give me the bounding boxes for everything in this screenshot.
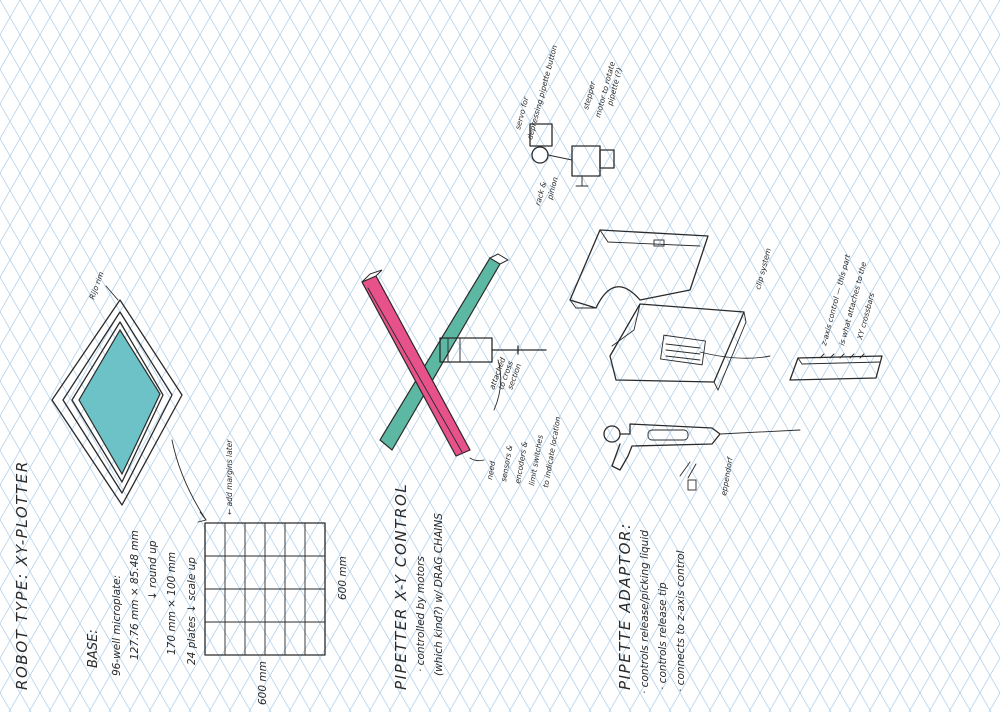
base-line-5: 24 plates ↓ scale up	[186, 557, 198, 665]
base-line-2: 127.76 mm × 85.48 mm	[129, 530, 141, 660]
xy-control-line-1: · controlled by motors	[415, 556, 427, 672]
xy-control-line-2: (which kind?) w/ DRAG CHAINS	[433, 513, 445, 676]
adaptor-heading: PIPETTE ADAPTOR:	[616, 522, 634, 690]
base-line-4: 170 mm × 100 mm	[166, 552, 178, 655]
base-heading: BASE:	[86, 629, 101, 668]
adaptor-line-3: · connects to z-axis control	[675, 550, 687, 692]
base-line-1: 96-well microplate:	[111, 575, 123, 676]
adaptor-line-2: · controls release tip	[657, 582, 669, 690]
adaptor-line-1: · controls release/picking liquid	[639, 530, 651, 694]
grid-width-label: 600 mm	[257, 661, 269, 705]
xy-control-heading: PIPETTER X-Y CONTROL	[392, 483, 410, 690]
grid-height-label: 600 mm	[337, 556, 349, 600]
robot-type-title: ROBOT TYPE: XY-PLOTTER	[13, 460, 31, 690]
base-line-3: ↓ round up	[147, 540, 159, 600]
margins-note: ← add margins later	[225, 439, 234, 515]
